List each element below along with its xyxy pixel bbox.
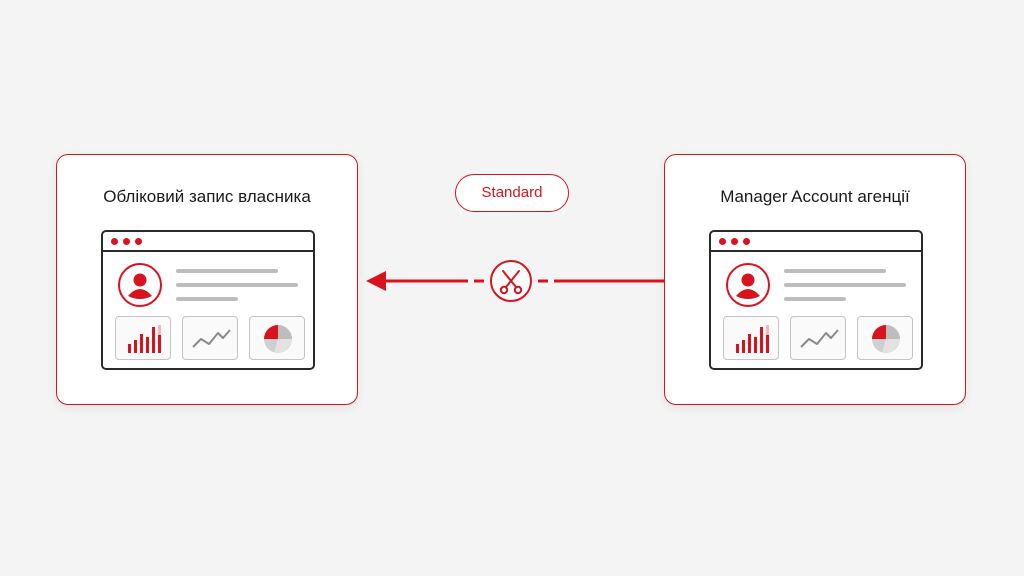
placeholder-line xyxy=(784,283,906,287)
arrow-left-icon xyxy=(366,271,386,291)
window-dot xyxy=(731,238,738,245)
access-level-badge: Standard xyxy=(455,174,569,212)
owner-account-title: Обліковий запис власника xyxy=(103,187,311,206)
bar-chart-icon xyxy=(736,325,769,353)
line-chart-tile xyxy=(790,316,846,360)
manager-account-card: Manager Account агенції xyxy=(664,154,966,405)
user-icon xyxy=(118,263,162,307)
pie-chart-tile xyxy=(249,316,305,360)
owner-account-card: Обліковий запис власника xyxy=(56,154,358,405)
manager-account-title: Manager Account агенції xyxy=(720,187,910,206)
user-icon xyxy=(726,263,770,307)
placeholder-line xyxy=(176,283,298,287)
placeholder-line xyxy=(784,269,886,273)
line-chart-icon xyxy=(800,329,839,348)
window-dot xyxy=(123,238,130,245)
window-dot xyxy=(719,238,726,245)
window-dot xyxy=(743,238,750,245)
placeholder-line xyxy=(176,297,238,301)
placeholder-line xyxy=(176,269,278,273)
bar-chart-tile xyxy=(115,316,171,360)
placeholder-line xyxy=(784,297,846,301)
window-dot xyxy=(135,238,142,245)
pie-chart-tile xyxy=(857,316,913,360)
pie-chart-icon xyxy=(264,325,292,353)
scissors-icon xyxy=(490,260,532,302)
pie-chart-icon xyxy=(872,325,900,353)
line-chart-icon xyxy=(192,329,231,348)
window-titlebar xyxy=(711,232,921,252)
window-titlebar xyxy=(103,232,313,252)
account-window xyxy=(709,230,923,370)
bar-chart-icon xyxy=(128,325,161,353)
line-chart-tile xyxy=(182,316,238,360)
bar-chart-tile xyxy=(723,316,779,360)
window-dot xyxy=(111,238,118,245)
account-window xyxy=(101,230,315,370)
